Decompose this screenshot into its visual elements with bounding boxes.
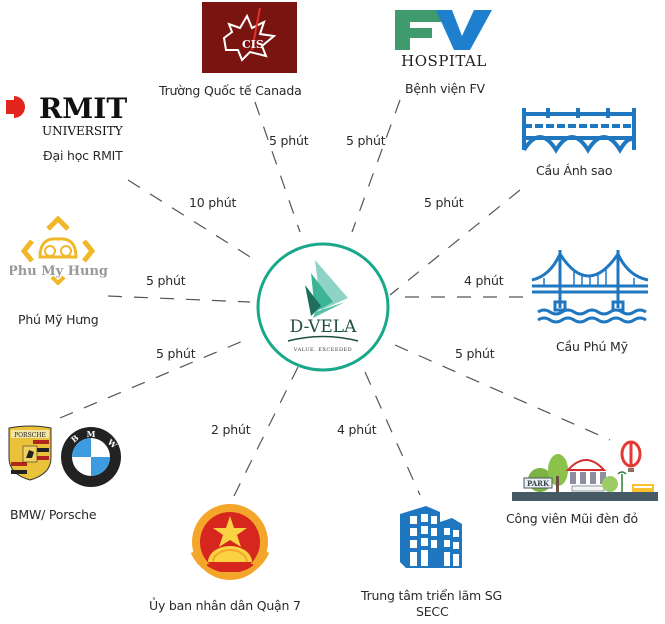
anh-sao-bridge-icon: [520, 104, 640, 154]
label-park: Công viên Mũi đèn đỏ: [506, 511, 638, 526]
label-ubnd: Ủy ban nhân dân Quận 7: [149, 598, 301, 613]
time-cis: 5 phút: [269, 133, 309, 148]
connector-cis: [254, 101, 301, 233]
swoosh: [287, 335, 359, 342]
label-secc: Trung tâm triển lãm SG: [361, 588, 503, 603]
time-anh-sao: 5 phút: [424, 195, 464, 210]
connector-bmw: [59, 337, 251, 419]
svg-text:M: M: [87, 429, 96, 439]
rmit-logo: RMIT UNIVERSITY: [2, 88, 137, 140]
bmw-logo: M B W: [60, 426, 122, 488]
time-phu-my-bridge: 4 phút: [464, 273, 504, 288]
label-cis: Trường Quốc tế Canada: [159, 83, 302, 98]
connector-anh-sao: [389, 189, 521, 296]
label-fv: Bệnh viện FV: [405, 81, 485, 96]
cis-logo-text: CIS: [242, 38, 264, 51]
fv-hospital-logo: HOSPITAL: [392, 6, 497, 70]
time-rmit: 10 phút: [189, 195, 237, 210]
porsche-logo: PORSCHE: [7, 424, 53, 482]
time-bmw-porsche: 5 phút: [156, 346, 196, 361]
connector-phu-my-hung: [107, 295, 251, 303]
rmit-logo-subtext: UNIVERSITY: [42, 124, 124, 138]
rmit-logo-text: RMIT: [39, 92, 127, 125]
park-icon: PARK: [510, 440, 660, 502]
center-brand: D-VELA: [290, 317, 357, 337]
time-phu-my-hung: 5 phút: [146, 273, 186, 288]
time-park: 5 phút: [455, 346, 495, 361]
svg-text:B: B: [69, 432, 81, 444]
connector-fv: [351, 99, 401, 233]
fv-logo-subtext: HOSPITAL: [401, 52, 487, 70]
d-vela-center-logo: D-VELA VALUE. EXCEEDED: [253, 240, 393, 375]
time-fv: 5 phút: [346, 133, 386, 148]
label-rmit: Đại học RMIT: [43, 148, 123, 163]
secc-building-icon: [396, 502, 466, 572]
connector-secc: [364, 371, 421, 496]
connector-park: [394, 344, 611, 441]
phu-my-hung-logo: Phu My Hung: [8, 215, 110, 286]
pmh-logo-text: Phu My Hung: [10, 264, 108, 279]
time-ubnd: 2 phút: [211, 422, 251, 437]
label-bmw-porsche: BMW/ Porsche: [10, 507, 97, 522]
phu-my-bridge-icon: [530, 246, 650, 326]
label-anh-sao: Cầu Ánh sao: [536, 163, 613, 178]
state-emblem-icon: [183, 502, 277, 592]
cis-logo: CIS: [202, 2, 297, 73]
center-tagline: VALUE. EXCEEDED: [293, 347, 352, 353]
rmit-pixel-icon: [6, 96, 25, 118]
label-secc-line2: SECC: [416, 604, 449, 619]
porsche-logo-text: PORSCHE: [14, 432, 46, 439]
sail-icon: [305, 260, 348, 318]
label-phu-my-hung: Phú Mỹ Hưng: [18, 312, 99, 327]
park-sign-text: PARK: [527, 479, 550, 488]
time-secc: 4 phút: [337, 422, 377, 437]
label-phu-my-bridge: Cầu Phú Mỹ: [556, 339, 628, 354]
connector-rmit: [127, 179, 256, 261]
